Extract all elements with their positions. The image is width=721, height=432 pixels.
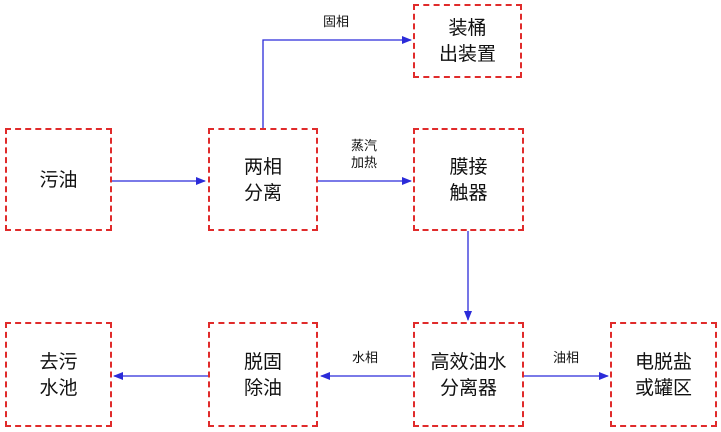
node-solids-oil-removal: 脱固 除油	[208, 322, 318, 427]
node-high-efficiency-separator: 高效油水 分离器	[413, 322, 524, 427]
node-label-line: 水池	[39, 376, 78, 399]
edge-label-line: 蒸汽	[350, 139, 377, 154]
edge-label-oil-phase: 油相	[546, 350, 586, 367]
node-label-line: 膜接	[449, 155, 488, 178]
node-label-line: 分离	[243, 181, 282, 204]
node-label-line: 分离器	[439, 376, 497, 399]
node-label-line: 触器	[449, 181, 488, 204]
node-barrel-out: 装桶 出装置	[413, 4, 522, 78]
node-label-line: 出装置	[438, 43, 496, 65]
node-two-phase-separation: 两相 分离	[208, 128, 318, 231]
node-label-line: 除油	[243, 376, 282, 399]
edge-label-line: 固相	[322, 15, 349, 30]
node-label-line: 高效油水	[430, 350, 507, 373]
node-membrane-contactor: 膜接 触器	[413, 128, 524, 231]
node-label-line: 两相	[243, 155, 282, 178]
node-label-line: 去污	[39, 350, 78, 373]
edge-label-line: 水相	[351, 351, 378, 366]
node-label-line: 脱固	[243, 350, 282, 373]
node-electric-desalting: 电脱盐 或罐区	[610, 322, 717, 427]
arrow-separation-to-barrel	[262, 36, 412, 128]
node-to-sewage-pool: 去污 水池	[5, 322, 112, 427]
node-waste-oil: 污油	[5, 128, 112, 231]
edge-label-steam-heating: 蒸汽 加热	[344, 138, 384, 172]
edge-label-water-phase: 水相	[345, 350, 385, 367]
edge-label-solid-phase: 固相	[316, 14, 356, 31]
node-label-line: 电脱盐	[634, 350, 692, 373]
node-label-line: 污油	[39, 168, 78, 191]
node-label-line: 装桶	[448, 17, 487, 39]
edge-label-line: 加热	[350, 156, 377, 171]
node-label-line: 或罐区	[634, 376, 692, 399]
edge-label-line: 油相	[552, 351, 579, 366]
